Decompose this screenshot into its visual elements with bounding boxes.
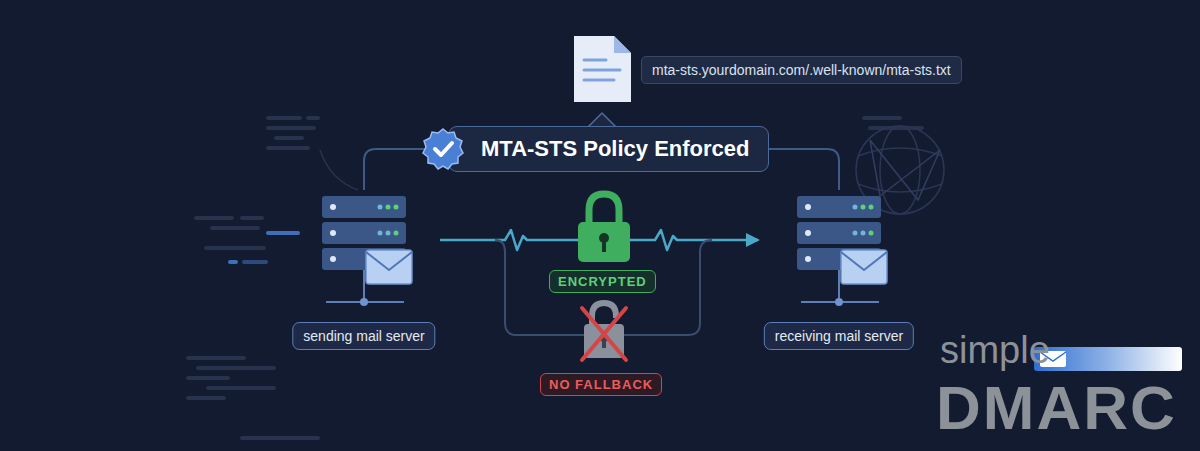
check-badge	[421, 127, 465, 171]
watermark-logo: DMARC	[936, 372, 1177, 443]
label-box: ENCRYPTED	[549, 270, 656, 293]
node-text: ENCRYPTED	[558, 274, 647, 289]
node-text: NO FALLBACK	[549, 377, 653, 392]
server-label: receiving mail server	[764, 322, 914, 350]
connector	[769, 149, 839, 190]
node-text: MTA-STS Policy Enforced	[481, 136, 750, 162]
server-node: receiving mail server	[758, 190, 920, 350]
label-box: mta-sts.yourdomain.com/.well-known/mta-s…	[641, 56, 962, 84]
watermark-text: simple	[940, 329, 1050, 372]
server-label: sending mail server	[292, 322, 435, 350]
server-node: sending mail server	[288, 190, 440, 350]
label-box: NO FALLBACK	[540, 373, 662, 396]
label-box: MTA-STS Policy Enforced	[448, 126, 769, 172]
node-text: mta-sts.yourdomain.com/.well-known/mta-s…	[652, 62, 951, 78]
